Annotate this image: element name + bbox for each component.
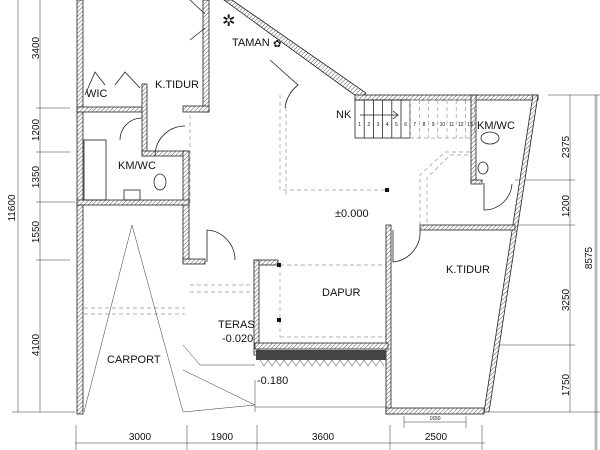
- stair-step-number: 7: [413, 122, 416, 128]
- doors: [84, 0, 513, 263]
- toilet-icon: [480, 131, 500, 145]
- dim-right-4: 1750: [561, 373, 572, 396]
- stair-step-number: 11: [449, 122, 454, 128]
- stair-step-number: 2: [367, 122, 370, 128]
- label-level-main: ±0.000: [335, 208, 369, 220]
- toilet-icon: [153, 173, 167, 191]
- stair-step-number: 10: [440, 122, 446, 128]
- room-labels: TAMAN ✿ K.TIDUR WIC KM/WC NK KM/WC ±0.00…: [86, 37, 515, 387]
- dim-left-1: 3400: [31, 36, 42, 59]
- planter: [256, 350, 386, 367]
- dim-left-4: 1550: [31, 220, 42, 243]
- dim-left-2: 1200: [31, 118, 42, 141]
- right-dimensions: 2375 1200 3250 1750 8575: [490, 94, 600, 450]
- label-nk: NK: [336, 109, 352, 121]
- stair-step-number: 1: [358, 122, 361, 128]
- dim-bottom-4: 2500: [425, 432, 448, 443]
- fixtures: ✲: [123, 13, 500, 201]
- stair-step-number: 12: [458, 122, 464, 128]
- label-k-tidur-1: K.TIDUR: [155, 79, 199, 91]
- door-ktidur: [154, 125, 186, 157]
- carport-lines: [83, 224, 386, 413]
- label-taman: TAMAN: [232, 37, 270, 49]
- stair-step-number: 3: [377, 122, 380, 128]
- label-k-tidur-2: K.TIDUR: [446, 264, 490, 276]
- label-teras: TERAS: [218, 319, 255, 331]
- dim-right-3: 3250: [561, 288, 572, 311]
- dim-bottom-1: 3000: [129, 432, 152, 443]
- walls: [76, 0, 539, 415]
- dim-left-total: 11600: [7, 194, 18, 222]
- label-carport: CARPORT: [107, 354, 161, 366]
- label-km-wc-2: KM/WC: [477, 120, 515, 132]
- sink-icon: [477, 161, 489, 175]
- stair-step-number: 5: [395, 122, 398, 128]
- tree-icon: ✲: [222, 13, 235, 30]
- stair-step-number: 6: [404, 122, 407, 128]
- bottom-dimensions: 3000 1900 3600 2500 1650: [75, 416, 485, 450]
- dim-window: 1650: [429, 416, 440, 422]
- dim-right-1: 2375: [561, 135, 572, 158]
- stair-step-number: 13: [467, 122, 473, 128]
- label-teras-level: -0.020: [222, 333, 253, 345]
- dim-left-3: 1350: [31, 165, 42, 188]
- dim-right-total: 8575: [584, 246, 595, 269]
- dim-bottom-3: 3600: [312, 432, 335, 443]
- stair-step-number: 4: [386, 122, 389, 128]
- left-dimensions: 3400 1200 1350 1550 4100 11600: [7, 0, 75, 413]
- label-dapur: DAPUR: [322, 287, 361, 299]
- label-km-wc-1: KM/WC: [118, 160, 156, 172]
- stair-step-number: 8: [423, 122, 426, 128]
- label-carport-level: -0.180: [257, 375, 288, 387]
- beam-lines: [84, 95, 475, 338]
- flower-icon: ✿: [273, 39, 281, 50]
- stair-step-number: 9: [432, 122, 435, 128]
- label-wic: WIC: [86, 88, 107, 100]
- dim-bottom-2: 1900: [211, 432, 234, 443]
- sink-icon: [123, 189, 141, 201]
- dim-left-5: 4100: [31, 333, 42, 356]
- dim-right-2: 1200: [561, 194, 572, 217]
